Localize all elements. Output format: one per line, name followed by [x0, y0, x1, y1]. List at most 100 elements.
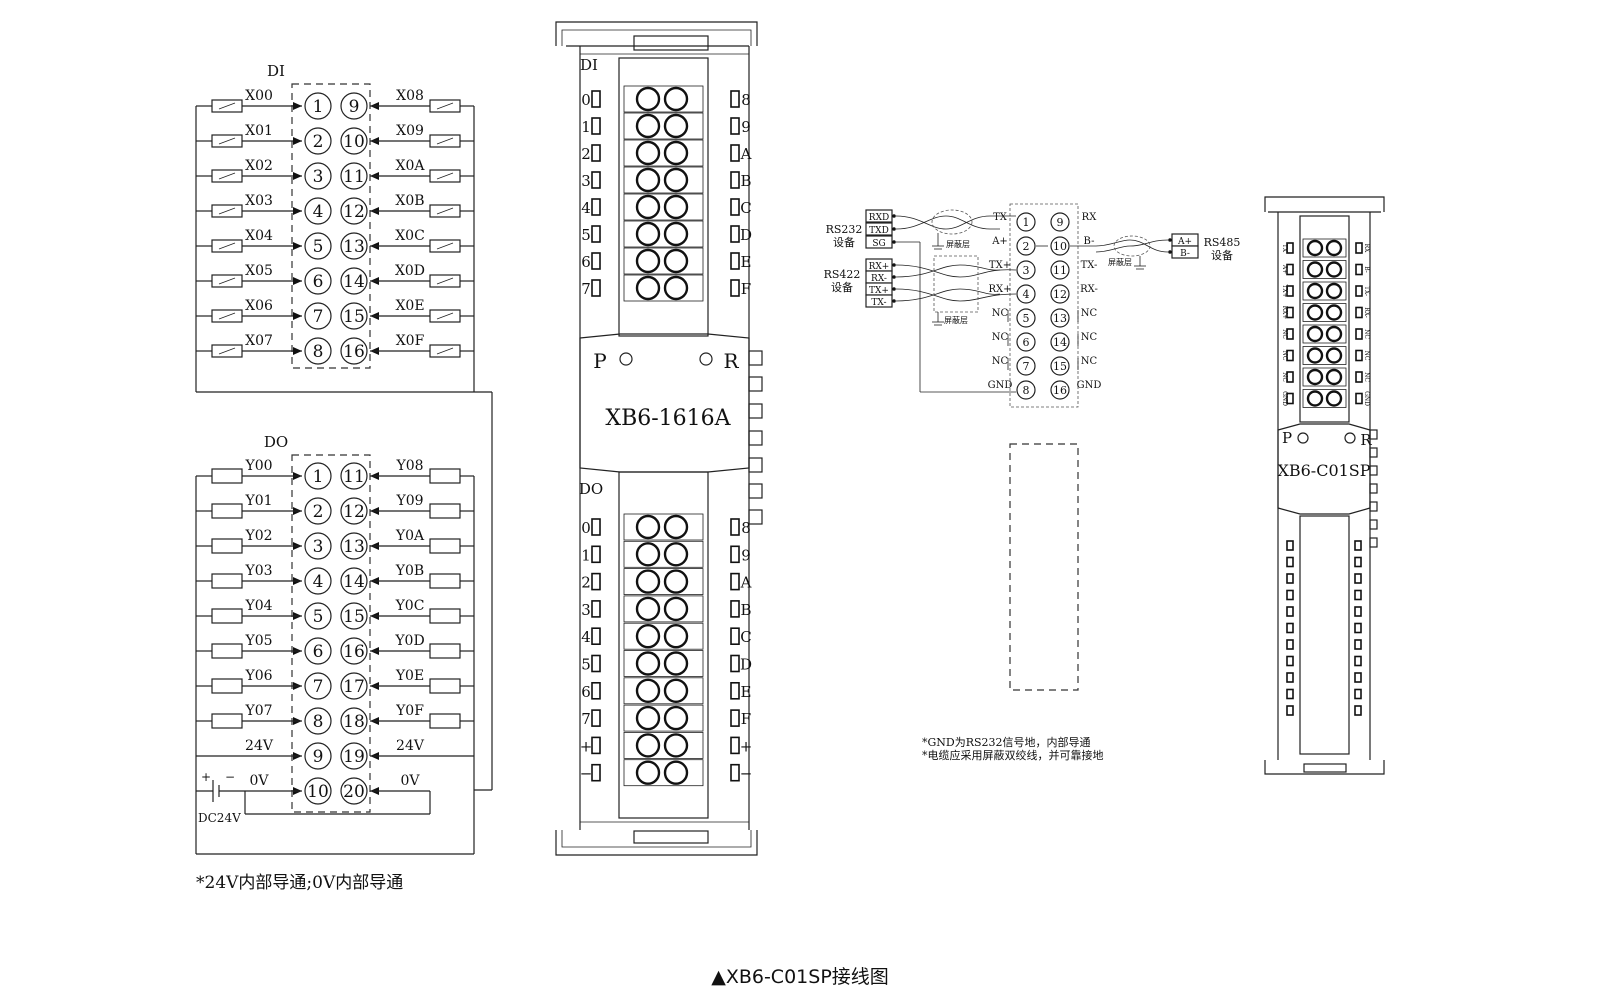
- c01sp-pin-number: 9: [1057, 216, 1064, 229]
- pin-dot: [892, 240, 896, 244]
- top-left-mark: 7: [581, 280, 591, 298]
- terminal-hole: [1306, 282, 1324, 300]
- c01sp-pin-number: 11: [1053, 264, 1067, 277]
- right-port-mark: RX-: [1363, 307, 1370, 318]
- status-led: [1355, 306, 1363, 319]
- c01sp-right-signal: B-: [1084, 236, 1095, 247]
- status-led: [591, 171, 601, 189]
- do-label-right: Y0C: [395, 598, 425, 614]
- do-pin-circle: [304, 742, 332, 770]
- top-rail: [555, 21, 758, 46]
- status-led: [730, 252, 740, 270]
- do-pin-circle: [304, 497, 332, 525]
- do-label-right: Y0A: [395, 528, 425, 544]
- do-pin-number: 13: [343, 537, 365, 557]
- c01sp-pin-number: 12: [1053, 288, 1067, 301]
- di-pin-circle: [340, 232, 368, 260]
- do-pin-circle: [340, 742, 368, 770]
- di-pin-number: 6: [313, 272, 324, 292]
- rs232-pin: RXD: [869, 213, 889, 223]
- do-pin-number: 10: [307, 782, 329, 802]
- terminal-hole: [635, 678, 661, 703]
- figure-caption: ▲XB6-C01SP接线图: [711, 966, 889, 988]
- terminal-window: [1299, 215, 1350, 423]
- status-led: [591, 144, 601, 162]
- side-connector-tooth: [748, 483, 763, 499]
- top-rail-inner: [561, 29, 752, 46]
- rs232-pin-box: [865, 235, 893, 249]
- di-label-left: X05: [245, 263, 273, 279]
- di-label-right: X0A: [396, 158, 426, 174]
- rs422-pin: TX-: [871, 298, 886, 308]
- terminal-hole: [635, 651, 661, 676]
- di-label-left: X00: [245, 88, 273, 104]
- pin-dot: [1168, 250, 1172, 254]
- do-pin-number: 19: [343, 747, 365, 767]
- rs485-pin: A+: [1177, 237, 1192, 247]
- run-led: [1344, 432, 1356, 444]
- c01sp-left-signal: A+: [991, 236, 1008, 247]
- c01sp-pin-number: 8: [1023, 384, 1030, 397]
- c01sp-pin-circle: [1016, 308, 1036, 328]
- bottom-right-mark: 9: [741, 546, 751, 564]
- switch-blade: [436, 347, 454, 355]
- terminal-hole: [635, 86, 661, 112]
- terminal-hole: [635, 705, 661, 731]
- terminal-hole: [1325, 390, 1343, 407]
- terminal-cell: [1302, 324, 1347, 344]
- terminal-cell: [623, 595, 704, 623]
- c01sp-pin-number: 3: [1023, 264, 1030, 277]
- pin-dot: [892, 299, 896, 303]
- pin-dot: [1168, 238, 1172, 242]
- status-led: [730, 600, 740, 618]
- status-led: [1286, 263, 1294, 276]
- status-led: [1354, 639, 1362, 650]
- di-pin-number: 14: [343, 272, 365, 292]
- terminal-hole: [663, 113, 689, 139]
- terminal-hole: [663, 678, 689, 703]
- bottom-right-mark: E: [741, 683, 752, 701]
- do-pin-circle: [340, 532, 368, 560]
- side-connector-tooth: [1369, 501, 1378, 512]
- terminal-hole: [663, 514, 689, 540]
- status-led: [1355, 242, 1363, 254]
- status-led: [1286, 540, 1294, 551]
- arrow-head: [293, 242, 302, 250]
- c01sp-wiring-diagram: RS232设备RXDTXDSGRS422设备RX+RX-TX+TX-RS485设…: [824, 203, 1241, 762]
- status-led: [730, 763, 740, 782]
- di-pin-circle: [304, 162, 332, 190]
- c01sp-pin-circle: [1050, 356, 1070, 376]
- load-resistor: [429, 503, 461, 519]
- led-r-label: R: [723, 349, 739, 373]
- do-label-left: Y06: [244, 668, 272, 684]
- terminal-cell: [623, 677, 704, 705]
- do-pin-circle: [304, 567, 332, 595]
- status-led: [1286, 606, 1294, 617]
- load-resistor: [211, 573, 243, 589]
- load-resistor: [211, 678, 243, 694]
- arrow-head: [293, 277, 302, 285]
- di-pin-number: 10: [343, 132, 365, 152]
- c01sp-pin-circle: [1016, 380, 1036, 400]
- shield-label: 屏蔽层: [946, 239, 970, 249]
- do-label-left: Y02: [244, 528, 272, 544]
- status-led: [1354, 655, 1362, 667]
- switch-blade: [436, 242, 454, 250]
- do-label-right: Y0E: [395, 668, 424, 684]
- terminal-hole: [1306, 390, 1324, 407]
- status-led: [730, 144, 740, 162]
- rs485-device-label: RS485: [1204, 236, 1241, 249]
- c01sp-right-signal: GND: [1077, 380, 1102, 391]
- status-led: [591, 627, 601, 646]
- status-led: [591, 117, 601, 135]
- c01sp-pin-circle: [1050, 284, 1070, 304]
- led-p-label: P: [1282, 429, 1292, 447]
- terminal-hole: [635, 275, 661, 301]
- status-led: [591, 279, 601, 297]
- pin-dot: [892, 287, 896, 291]
- c01sp-pin-circle: [1050, 212, 1070, 232]
- terminal-cell: [623, 247, 704, 275]
- load-resistor: [429, 538, 461, 554]
- status-led: [1354, 688, 1362, 700]
- c01sp-left-signal: NC: [992, 356, 1009, 367]
